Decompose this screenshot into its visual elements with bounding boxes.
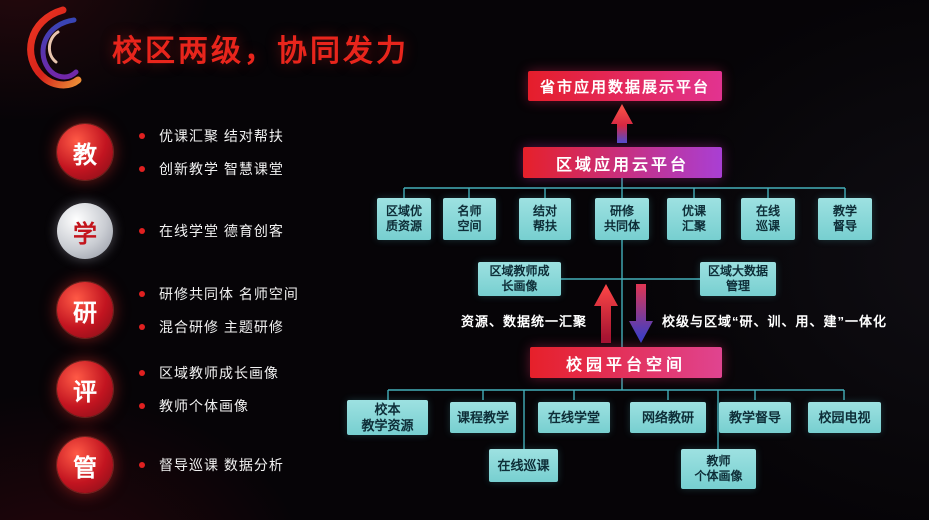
badge-learn: 学 bbox=[57, 203, 113, 259]
regional-sub-module-box: 区域大数据 管理 bbox=[700, 262, 776, 296]
bullet-text: 创新教学 智慧课堂 bbox=[159, 160, 284, 177]
bullet-icon bbox=[139, 323, 145, 330]
bullet-line: 优课汇聚 结对帮扶 bbox=[139, 126, 284, 146]
bullet-text: 区域教师成长画像 bbox=[159, 364, 279, 381]
bullet-icon bbox=[139, 132, 145, 139]
regional-module-box: 名师 空间 bbox=[443, 198, 496, 240]
bullet-icon bbox=[139, 290, 145, 297]
school-module-box: 教学督导 bbox=[719, 402, 791, 433]
bullet-icon bbox=[139, 369, 145, 376]
regional-module-box: 在线 巡课 bbox=[741, 198, 795, 240]
bullet-icon bbox=[139, 165, 145, 172]
bullet-text: 督导巡课 数据分析 bbox=[159, 457, 284, 473]
school-module-box: 校园电视 bbox=[808, 402, 881, 433]
flow-label-left: 资源、数据统一汇聚 bbox=[460, 314, 587, 329]
bullet-text: 研修共同体 名师空间 bbox=[159, 285, 299, 302]
bullet-text: 优课汇聚 结对帮扶 bbox=[159, 127, 284, 144]
bullet-line: 混合研修 主题研修 bbox=[139, 317, 299, 337]
regional-module-box: 区域优 质资源 bbox=[377, 198, 431, 240]
provincial-platform-box: 省市应用数据展示平台 bbox=[528, 71, 722, 101]
school-module-box: 课程教学 bbox=[450, 402, 516, 433]
bullet-text: 教师个体画像 bbox=[159, 397, 249, 414]
school-module-box: 校本 教学资源 bbox=[347, 400, 428, 435]
bullet-line: 在线学堂 德育创客 bbox=[139, 221, 284, 241]
school-sub-module-box: 在线巡课 bbox=[489, 449, 558, 482]
school-sub-module-box: 教师 个体画像 bbox=[681, 449, 756, 489]
up-arrow-icon bbox=[594, 284, 618, 343]
left-panel-row-research: 研 研修共同体 名师空间 混合研修 主题研修 bbox=[57, 282, 299, 338]
badge-research: 研 bbox=[57, 282, 113, 338]
regional-platform-box: 区域应用云平台 bbox=[523, 147, 722, 178]
bullet-line: 创新教学 智慧课堂 bbox=[139, 159, 284, 179]
school-platform-box: 校园平台空间 bbox=[530, 347, 722, 378]
school-module-box: 网络教研 bbox=[630, 402, 706, 433]
regional-module-box: 研修 共同体 bbox=[595, 198, 649, 240]
badge-teach: 教 bbox=[57, 124, 113, 180]
bullet-line: 督导巡课 数据分析 bbox=[139, 455, 284, 475]
regional-module-box: 优课 汇聚 bbox=[667, 198, 721, 240]
bullet-icon bbox=[139, 402, 145, 409]
badge-evaluate: 评 bbox=[57, 361, 113, 417]
school-module-box: 在线学堂 bbox=[538, 402, 610, 433]
left-panel-row-learn: 学 在线学堂 德育创客 bbox=[57, 203, 284, 259]
bullet-icon bbox=[139, 462, 145, 468]
bullet-text: 在线学堂 德育创客 bbox=[159, 223, 284, 239]
badge-manage: 管 bbox=[57, 437, 113, 493]
up-arrow-small-icon bbox=[611, 104, 633, 143]
bullet-icon bbox=[139, 228, 145, 234]
bullet-text: 混合研修 主题研修 bbox=[159, 318, 284, 335]
bullet-line: 教师个体画像 bbox=[139, 396, 279, 416]
bullet-line: 区域教师成长画像 bbox=[139, 363, 279, 383]
flow-label-right: 校级与区域“研、训、用、建”一体化 bbox=[662, 314, 888, 329]
left-panel-row-manage: 管 督导巡课 数据分析 bbox=[57, 437, 284, 493]
brand-swirl-logo bbox=[27, 6, 82, 89]
regional-module-box: 结对 帮扶 bbox=[519, 198, 571, 240]
down-arrow-icon bbox=[629, 284, 653, 343]
regional-module-box: 教学 督导 bbox=[818, 198, 872, 240]
bullet-line: 研修共同体 名师空间 bbox=[139, 284, 299, 304]
page-title: 校区两级，协同发力 bbox=[112, 35, 409, 68]
left-panel-row-teach: 教 优课汇聚 结对帮扶 创新教学 智慧课堂 bbox=[57, 124, 284, 180]
regional-sub-module-box: 区域教师成 长画像 bbox=[478, 262, 561, 296]
left-panel-row-evaluate: 评 区域教师成长画像 教师个体画像 bbox=[57, 361, 279, 417]
